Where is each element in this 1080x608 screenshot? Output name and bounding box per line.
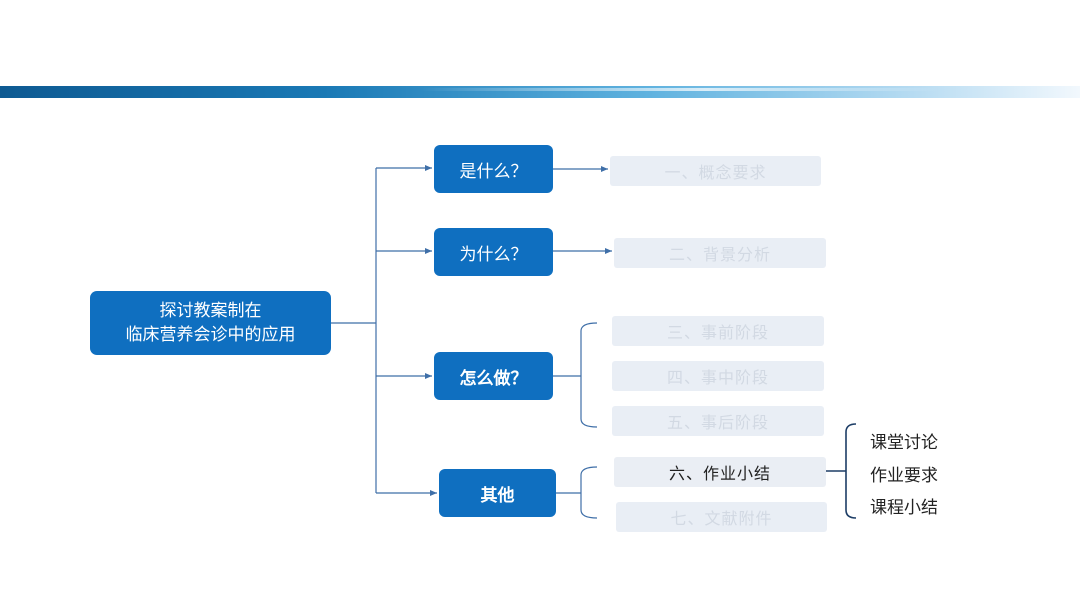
leaf-homework-summary-label: 六、作业小结 bbox=[668, 464, 771, 483]
leaf-pre-stage-label: 三、事前阶段 bbox=[666, 323, 769, 342]
leaf-mid-stage-label: 四、事中阶段 bbox=[666, 368, 769, 387]
branch-other-label: 其他 bbox=[480, 485, 515, 506]
leaf-post-stage[interactable]: 五、事后阶段 bbox=[612, 406, 824, 436]
branch-4-bracket bbox=[580, 466, 598, 519]
branch-why-label: 为什么？ bbox=[459, 244, 528, 265]
leaf-homework-summary[interactable]: 六、作业小结 bbox=[614, 457, 826, 487]
root-title-line-1: 探讨教案制在 bbox=[159, 301, 262, 321]
branch-why[interactable]: 为什么？ bbox=[434, 228, 553, 276]
branch-what-label: 是什么？ bbox=[459, 161, 528, 182]
branch-other[interactable]: 其他 bbox=[439, 469, 556, 517]
header-decorative-band bbox=[0, 86, 1080, 98]
leaf-concept-requirements-label: 一、概念要求 bbox=[664, 163, 767, 182]
leaf-background-analysis[interactable]: 二、背景分析 bbox=[614, 238, 826, 268]
branch-what[interactable]: 是什么？ bbox=[434, 145, 553, 193]
sub-items-bracket bbox=[845, 423, 857, 519]
leaf-literature-attachments[interactable]: 七、文献附件 bbox=[616, 502, 827, 532]
leaf-mid-stage[interactable]: 四、事中阶段 bbox=[612, 361, 824, 391]
branch-how-label: 怎么做？ bbox=[459, 368, 528, 389]
leaf-background-analysis-label: 二、背景分析 bbox=[668, 245, 771, 264]
sub-item-course-summary[interactable]: 课程小结 bbox=[870, 498, 938, 518]
leaf-post-stage-label: 五、事后阶段 bbox=[666, 413, 769, 432]
leaf-concept-requirements[interactable]: 一、概念要求 bbox=[610, 156, 821, 186]
root-node[interactable]: 探讨教案制在 临床营养会诊中的应用 bbox=[90, 291, 331, 355]
root-title-line-2: 临床营养会诊中的应用 bbox=[125, 325, 296, 345]
leaf-literature-attachments-label: 七、文献附件 bbox=[670, 509, 773, 528]
branch-how[interactable]: 怎么做？ bbox=[434, 352, 553, 400]
branch-3-bracket bbox=[580, 322, 598, 428]
sub-item-class-discussion[interactable]: 课堂讨论 bbox=[870, 433, 938, 453]
leaf-pre-stage[interactable]: 三、事前阶段 bbox=[612, 316, 824, 346]
header-band-highlight bbox=[420, 88, 940, 91]
sub-item-homework-requirements[interactable]: 作业要求 bbox=[870, 466, 938, 486]
